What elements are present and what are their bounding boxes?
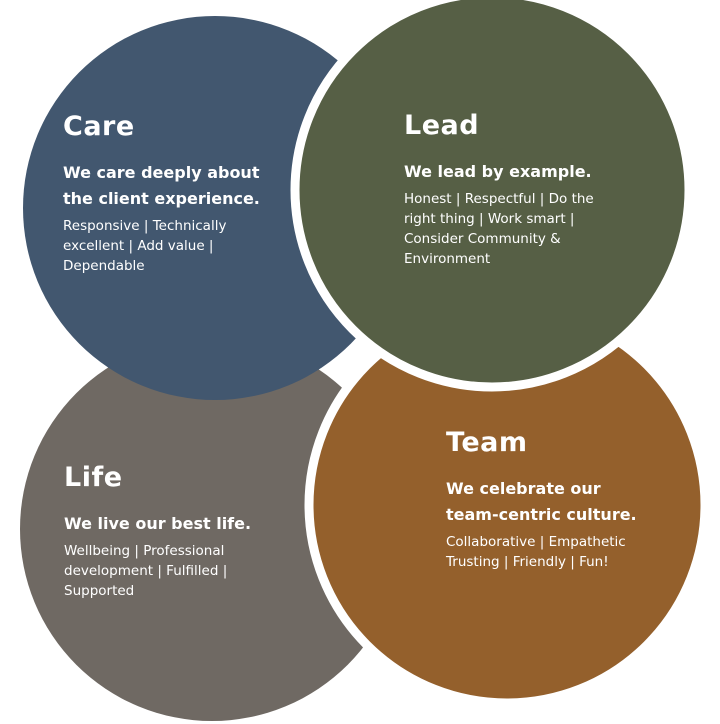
lead-body: Honest | Respectful | Do the right thing… <box>404 190 594 267</box>
care-body: Responsive | Technically excellent | Add… <box>63 217 227 274</box>
life-body: Wellbeing | Professional development | F… <box>64 542 228 599</box>
care-headline: We care deeply about the client experien… <box>63 162 260 208</box>
team-headline: We celebrate our team-centric culture. <box>446 478 637 524</box>
lead-title: Lead <box>404 110 480 141</box>
life-title: Life <box>64 462 123 493</box>
life-headline: We live our best life. <box>64 513 252 533</box>
lead-headline: We lead by example. <box>404 161 592 181</box>
team-title: Team <box>446 427 528 458</box>
team-body: Collaborative | Empathetic Trusting | Fr… <box>446 533 626 570</box>
life-circle <box>20 337 404 721</box>
care-section: Care We care deeply about the client exp… <box>63 112 283 276</box>
team-section: Team We celebrate our team-centric cultu… <box>446 428 646 572</box>
life-section: Life We live our best life. Wellbeing | … <box>64 463 264 601</box>
care-title: Care <box>63 111 135 142</box>
lead-circle <box>290 0 694 392</box>
lead-section: Lead We lead by example. Honest | Respec… <box>404 111 619 269</box>
